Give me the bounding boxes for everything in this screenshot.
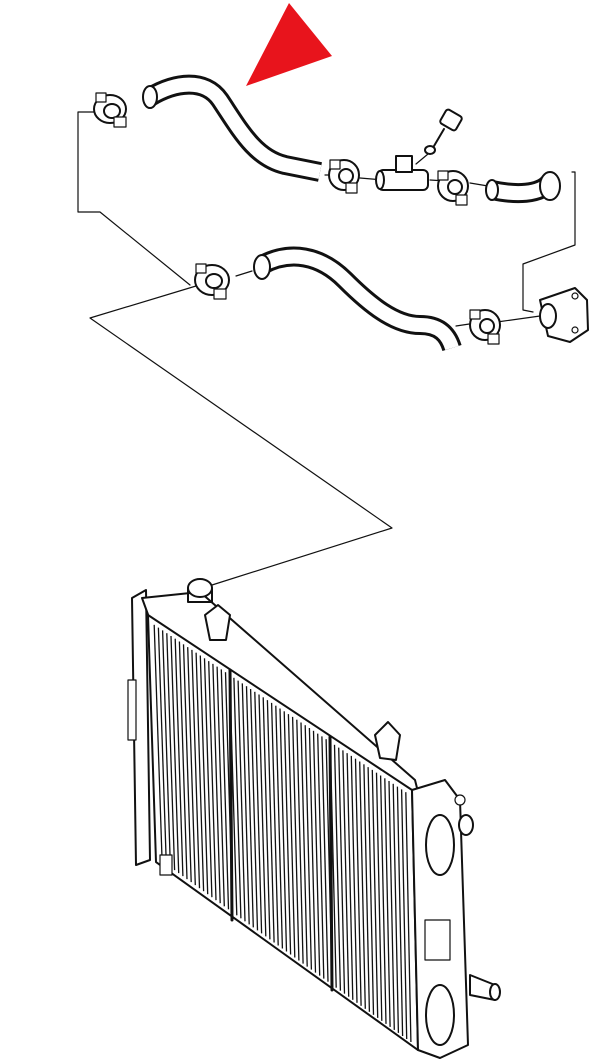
radiator-fin [258,694,267,937]
radiator-fin [187,647,196,886]
radiator-fin [317,733,325,979]
leader-lines [77,111,576,586]
radiator-fin [212,663,221,904]
radiator-fin [287,714,296,958]
radiator-fin [392,783,400,1033]
radiator-fin [405,792,412,1043]
radiator-fin [216,666,225,907]
radiator-fin [233,677,242,919]
radiator-fin [254,691,263,934]
radiator-fin [241,683,250,925]
radiator-fin [350,755,358,1003]
bleed-screw [415,108,463,165]
thermostat-housing [539,287,589,343]
radiator-fin [388,780,395,1030]
clip-tee-left [328,159,360,194]
radiator-fin [296,719,304,964]
radiator-fin [400,789,408,1040]
radiator [127,578,501,1059]
radiator-fin [237,680,246,922]
radiator-fin [166,633,176,871]
radiator-fin [283,711,292,955]
radiator-fin [371,769,379,1018]
upper-hose [142,74,322,182]
radiator-fin [312,730,321,976]
radiator-fin [208,661,217,901]
radiator-fin [367,767,375,1015]
radiator-fin [384,778,391,1027]
radiator-fin [279,708,288,952]
radiator-fin [379,775,387,1024]
radiator-fin [249,688,259,931]
clip-lower-right [469,309,501,345]
radiator-fin [182,644,192,883]
radiator-fin [174,638,184,877]
radiator-fin [291,716,300,961]
radiator-fin [203,658,213,898]
radiator-fin [359,761,366,1009]
radiator-fin [245,686,254,928]
clip-lower-left [194,263,230,300]
radiator-fin [375,772,383,1021]
radiator-fin [354,758,362,1006]
radiator-fin [304,725,313,970]
radiator-fin [333,744,342,991]
radiator-fin [266,700,275,943]
radiator-fin [178,641,188,880]
radiator-fin [342,750,350,997]
tee-connector [375,155,429,191]
clip-tee-right [437,170,469,206]
radiator-fin [346,753,354,1000]
radiator-fin [275,705,284,949]
radiator-fin [308,727,317,973]
radiator-fin [363,764,371,1012]
radiator-fin [396,786,404,1037]
radiator-fin [191,649,201,889]
radiator-fin [220,669,230,910]
radiator-fin [321,736,329,982]
elbow-hose [485,171,561,204]
lower-hose [253,246,462,352]
radiator-fin [338,747,346,994]
radiator-fin [300,722,308,967]
clip-upper-left [93,92,127,128]
highlight-arrow-icon [246,3,332,86]
radiator-fin [270,702,279,946]
radiator-fin [262,697,271,940]
radiator-fin [157,627,167,865]
radiator-fin [161,630,172,868]
radiator-fin [170,635,180,874]
radiator-core-fins [153,624,412,1043]
radiator-fin [153,624,163,862]
radiator-fin [195,652,205,892]
radiator-fin [199,655,209,895]
